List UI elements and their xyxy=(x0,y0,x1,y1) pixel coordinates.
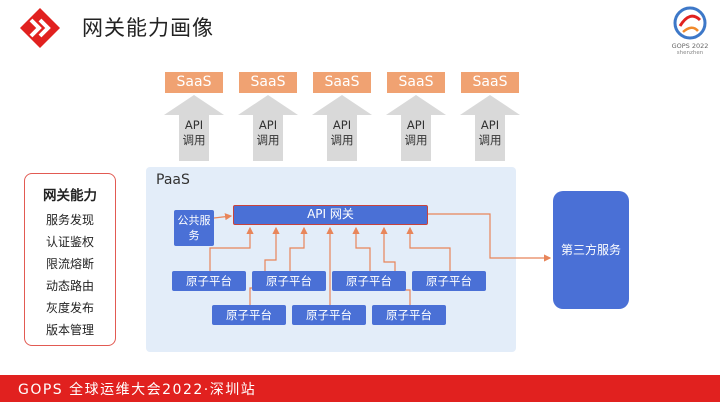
page-title: 网关能力画像 xyxy=(82,16,214,40)
paas-label: PaaS xyxy=(156,172,190,188)
logo-diamond-icon xyxy=(20,8,60,48)
capability-item: 服务发现 xyxy=(45,213,94,227)
third-party-label: 第三方服务 xyxy=(560,242,621,257)
arrow-label-call: 调用 xyxy=(330,133,354,147)
saas-box: SaaS xyxy=(387,72,445,93)
capability-item: 动态路由 xyxy=(45,279,94,293)
up-arrow-icon xyxy=(460,95,520,161)
saas-box: SaaS xyxy=(313,72,371,93)
footer-bar xyxy=(0,375,720,402)
arrow-label-call: 调用 xyxy=(256,133,280,147)
arrow-label-call: 调用 xyxy=(404,133,428,147)
saas-box: SaaS xyxy=(461,72,519,93)
arrow-label-call: 调用 xyxy=(478,133,502,147)
footer-text: GOPS 全球运维大会2022·深圳站 xyxy=(18,382,257,398)
public-service-box: 公共服务 xyxy=(174,210,214,246)
arrow-label-api: API xyxy=(332,118,352,132)
saas-box: SaaS xyxy=(165,72,223,93)
saas-box: SaaS xyxy=(239,72,297,93)
gops-emblem-icon xyxy=(673,6,707,40)
arrow-label-api: API xyxy=(258,118,278,132)
arrow-label-api: API xyxy=(184,118,204,132)
api-gateway-box: API 网关 xyxy=(233,205,428,225)
capability-item: 灰度发布 xyxy=(45,301,94,315)
brand-line-1: GOPS 2022 xyxy=(671,42,709,50)
up-arrow-icon xyxy=(312,95,372,161)
up-arrow-icon xyxy=(238,95,298,161)
atomic-platform-box: 原子平台 xyxy=(412,271,486,291)
atomic-platform-box: 原子平台 xyxy=(332,271,406,291)
arrow-label-api: API xyxy=(406,118,426,132)
brand-logo: GOPS 2022 shenzhen xyxy=(668,4,712,64)
capability-item: 版本管理 xyxy=(45,323,94,337)
brand-line-2: shenzhen xyxy=(676,50,704,56)
atomic-platform-box: 原子平台 xyxy=(372,305,446,325)
atomic-platform-box: 原子平台 xyxy=(292,305,366,325)
arrow-label-api: API xyxy=(480,118,500,132)
arrow-label-call: 调用 xyxy=(182,133,206,147)
third-party-service-box: 第三方服务 xyxy=(553,191,629,309)
capabilities-title: 网关能力 xyxy=(43,188,97,204)
atomic-platform-box: 原子平台 xyxy=(212,305,286,325)
capability-item: 限流熔断 xyxy=(45,257,94,271)
atomic-platform-box: 原子平台 xyxy=(252,271,326,291)
atomic-platform-box: 原子平台 xyxy=(172,271,246,291)
up-arrow-icon xyxy=(164,95,224,161)
capability-item: 认证鉴权 xyxy=(45,235,94,249)
up-arrow-icon xyxy=(386,95,446,161)
gateway-capabilities-panel: 网关能力 服务发现 认证鉴权 限流熔断 动态路由 灰度发布 版本管理 xyxy=(24,173,116,346)
